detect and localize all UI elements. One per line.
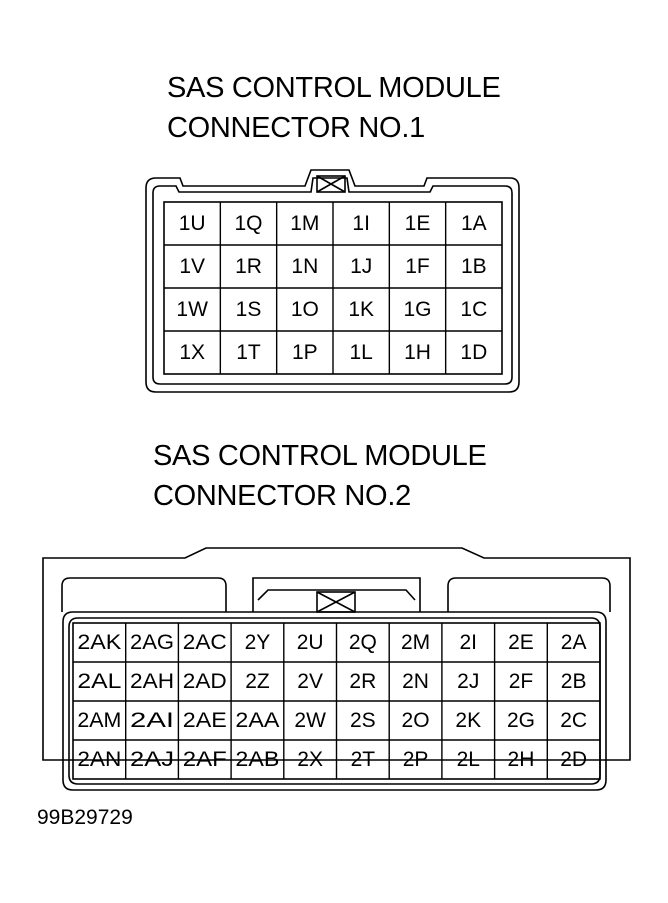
connector2-pin-label: 2U <box>297 631 324 654</box>
connector1-title-line1: SAS CONTROL MODULE <box>167 72 501 104</box>
connector1-pin-label: 1S <box>236 298 262 321</box>
connector2-pin-label: 2AJ <box>130 748 174 771</box>
connector2-pin-label: 2N <box>402 670 429 693</box>
connector2-pin-label: 2Q <box>349 631 377 654</box>
connector2-pin-label: 2AH <box>130 670 174 693</box>
connector2-pin-label: 2AC <box>183 631 227 654</box>
connector2-title-line2: CONNECTOR NO.2 <box>153 480 411 512</box>
connector2-pin-label: 2E <box>508 631 534 654</box>
connector1-pin-label: 1F <box>405 255 430 278</box>
connector2-pin-label: 2AG <box>130 631 174 654</box>
connector1-pin-label: 1G <box>403 298 431 321</box>
connector2-pin-label: 2L <box>457 748 480 771</box>
connector2-pin-label: 2B <box>561 670 587 693</box>
connector1-housing <box>145 169 520 393</box>
connector1-pin-label: 1K <box>348 298 374 321</box>
connector2-title-line1: SAS CONTROL MODULE <box>153 440 487 472</box>
connector2-pin-label: 2AI <box>130 709 174 732</box>
connector1-pin-label: 1R <box>235 255 262 278</box>
connector1-pin-label: 1X <box>179 341 205 364</box>
connector2-pin-label: 2Y <box>245 631 271 654</box>
connector1-pin-label: 1D <box>460 341 487 364</box>
connector2-pin-label: 2H <box>508 748 535 771</box>
connector2-pin-label: 2V <box>297 670 323 693</box>
connector2-pin-label: 2AK <box>77 631 121 654</box>
connector2-lock-cross-b <box>316 591 356 613</box>
connector2-body-outline <box>62 611 607 791</box>
connector2-pin-label: 2A <box>561 631 587 654</box>
connector2-pin-label: 2C <box>560 709 587 732</box>
connector2-pin-label: 2J <box>457 670 479 693</box>
connector1-pin-grid: 1U 1Q 1M 1I 1E 1A 1V 1R 1N 1J 1F 1B 1W 1S 1O 1K 1G 1C 1X 1T… <box>163 201 503 375</box>
connector1-pin-label: 1Q <box>234 212 262 235</box>
connector2-pin-label: 2D <box>560 748 587 771</box>
connector2-pin-label: 2AA <box>235 709 279 732</box>
connector2-pin-label: 2AM <box>77 709 121 732</box>
connector1-pin-label: 1V <box>179 255 205 278</box>
connector2-pin-label: 2K <box>455 709 481 732</box>
connector2-title: SAS CONTROL MODULE CONNECTOR NO.2 <box>153 436 487 516</box>
connector1-pin-label: 1N <box>291 255 318 278</box>
connector2-center-key-inner <box>257 589 416 601</box>
connector2-lock-tab <box>316 591 356 613</box>
connector2-pin-label: 2AF <box>183 748 227 771</box>
connector1-pin-label: 1U <box>179 212 206 235</box>
connector2-pin-label: 2AN <box>77 748 121 771</box>
connector1-title: SAS CONTROL MODULE CONNECTOR NO.1 <box>167 68 501 148</box>
connector2-pin-label: 2I <box>459 631 477 654</box>
connector1-pin-label: 1W <box>176 298 208 321</box>
connector2-body-inner <box>68 617 601 785</box>
connector1-lock-cross-b <box>316 175 346 193</box>
connector2-pin-label: 2S <box>350 709 376 732</box>
connector2-left-latch <box>61 577 227 612</box>
connector1-pin-label: 1J <box>350 255 372 278</box>
connector1-pin-label: 1O <box>291 298 319 321</box>
connector2-pin-label: 2P <box>403 748 429 771</box>
connector1-pin-label: 1I <box>352 212 370 235</box>
connector2-pin-label: 2AD <box>183 670 227 693</box>
connector1-pin-label: 1A <box>461 212 487 235</box>
connector1-pin-label: 1P <box>292 341 318 364</box>
connector1-pin-label: 1L <box>349 341 372 364</box>
connector1-title-line2: CONNECTOR NO.1 <box>167 112 425 144</box>
connector2-right-latch <box>447 577 611 612</box>
connector1-pin-label: 1C <box>460 298 487 321</box>
connector1-pin-label: 1E <box>405 212 431 235</box>
connector1-pin-label: 1H <box>404 341 431 364</box>
connector2-pin-label: 2R <box>349 670 376 693</box>
connector2-housing <box>42 547 631 791</box>
figure-id: 99B29729 <box>37 806 133 829</box>
connector2-pin-label: 2AL <box>77 670 121 693</box>
connector1-outer-outline <box>145 169 520 393</box>
connector1-pin-label: 1B <box>461 255 487 278</box>
connector2-pin-label: 2O <box>402 709 430 732</box>
connector2-pin-label: 2Z <box>245 670 270 693</box>
connector2-pin-label: 2AB <box>235 748 279 771</box>
connector2-pin-label: 2F <box>509 670 534 693</box>
connector2-pin-label: 2X <box>297 748 323 771</box>
connector2-pin-label: 2W <box>294 709 326 732</box>
connector2-pin-label: 2M <box>401 631 430 654</box>
connector1-inner-outline <box>152 177 513 385</box>
connector1-pin-label: 1M <box>290 212 319 235</box>
connector1-lock-tab <box>316 175 346 193</box>
connector2-center-key <box>252 577 421 612</box>
connector2-outer-outline <box>42 547 631 761</box>
connector1-pin-label: 1T <box>236 341 261 364</box>
connector2-pin-label: 2T <box>351 748 376 771</box>
connector2-pin-label: 2G <box>507 709 535 732</box>
connector2-pin-grid: 2AK 2AG 2AC 2Y 2U 2Q 2M 2I 2E 2A 2AL 2AH 2AD 2Z 2V 2R 2N… <box>72 622 601 780</box>
connector2-pin-label: 2AE <box>183 709 227 732</box>
